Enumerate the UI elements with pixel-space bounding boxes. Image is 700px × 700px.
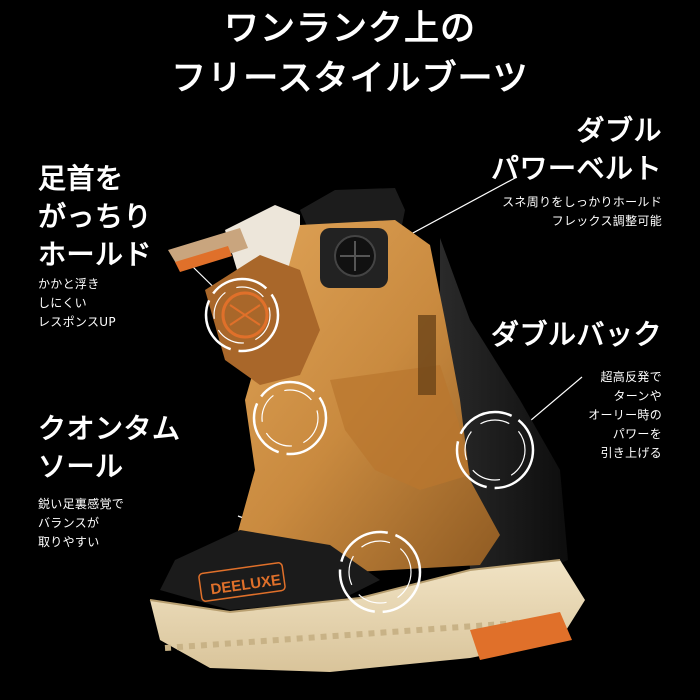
feature-title-double-back: ダブルバック [490,318,662,351]
ring-quantum-sole [338,530,422,614]
boot-liner-stripe [175,246,232,272]
feature-title-ankle-hold: 足首を がっちり ホールド [38,162,153,271]
feature-title-power-belt: ダブル パワーベルト [490,114,662,185]
brand-badge [198,562,286,602]
feature-desc-power-belt: スネ周りをしっかりホールド フレックス調整可能 [502,195,662,228]
ring-power-belt [252,380,328,456]
boot-ankle-wrap [205,255,320,385]
boot-sole-tread [164,617,561,651]
feature-title-quantum-sole: クオンタム ソール [38,412,181,483]
feature-desc-quantum-sole: 鋭い足裏感覚で バランスが 取りやすい [38,497,125,549]
ring-double-back [455,410,535,490]
headline: ワンランク上の フリースタイルブーツ [0,4,700,104]
feature-desc-ankle-hold: かかと浮き しにくい レスポンスUP [38,277,116,329]
headline-line-2: フリースタイルブーツ [171,59,529,99]
boot-ankle-logo-disc [221,291,269,339]
boot-heel-accent [470,612,572,660]
headline-line-1: ワンランク上の [223,9,476,49]
ring-ankle-hold [204,277,280,353]
boot-side-tag [418,315,436,395]
highlight-rings [204,277,535,614]
boot-front-panel [330,365,470,490]
feature-desc-double-back: 超高反発で ターンや オーリー時の パワーを 引き上げる [588,370,662,460]
